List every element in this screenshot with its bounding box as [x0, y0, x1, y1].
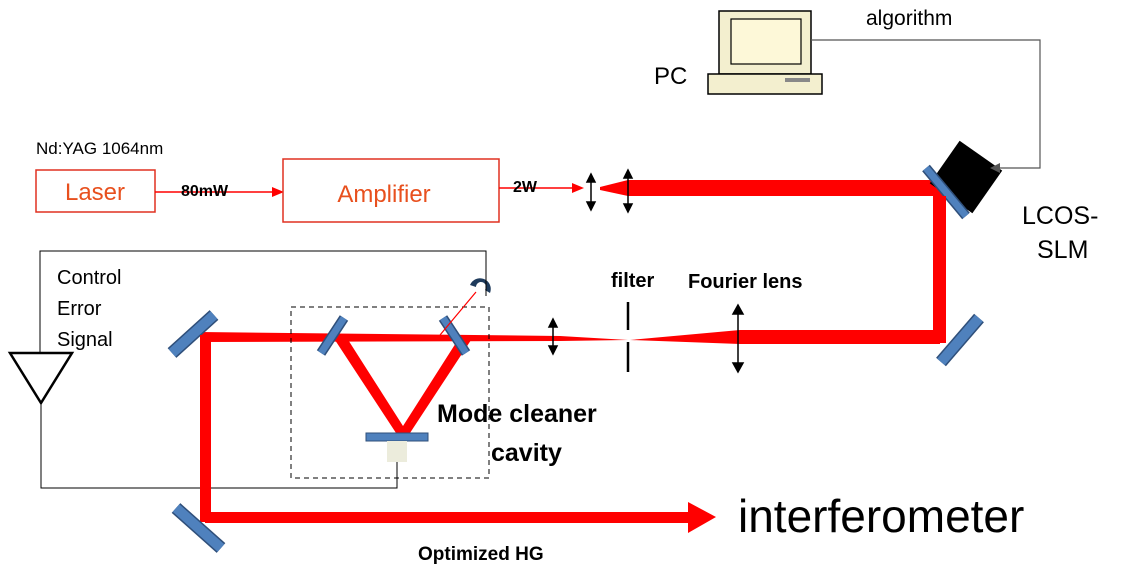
control-label-2: Error — [57, 298, 102, 320]
control-wire — [811, 39, 1041, 169]
slm-label-2: SLM — [1037, 236, 1088, 264]
lens-icon — [731, 303, 745, 374]
laser-box — [35, 169, 156, 213]
arrow-head-icon — [572, 183, 584, 193]
fourier-lens-label: Fourier lens — [688, 271, 802, 293]
control-label-1: Control — [57, 267, 121, 289]
expanded-beam — [600, 180, 943, 196]
slm-label-1: LCOS- — [1022, 202, 1098, 230]
interferometer-label: interferometer — [738, 490, 1024, 542]
cavity-label-1: Mode cleaner — [437, 400, 597, 428]
amplifier-label: Amplifier — [337, 181, 430, 208]
output-label: Optimized HG — [418, 544, 544, 565]
control-label-3: Signal — [57, 329, 113, 351]
amplifier-box — [282, 158, 500, 223]
arrow-head-icon — [990, 163, 1000, 173]
pc-icon — [707, 10, 823, 95]
cavity-label-2: cavity — [491, 439, 562, 467]
cavity-box — [290, 306, 490, 479]
amplifier-triangle-icon — [7, 351, 75, 406]
laser-label: Laser — [65, 179, 125, 206]
lens-icon — [547, 317, 559, 356]
power-in-label: 80mW — [181, 183, 229, 200]
output-beam — [205, 512, 692, 523]
lens-icon — [622, 168, 634, 214]
arrow-head-icon — [272, 187, 284, 197]
piezo-actuator — [387, 441, 407, 462]
lens-icon — [585, 172, 597, 212]
pc-label: PC — [654, 63, 687, 90]
beam-collimated — [200, 332, 628, 342]
source-label: Nd:YAG 1064nm — [36, 139, 163, 158]
arrow-head-icon — [688, 502, 716, 533]
photodetector-icon — [470, 278, 491, 293]
feedback-wire — [39, 250, 487, 352]
output-beam-down — [200, 335, 211, 522]
algorithm-label: algorithm — [866, 7, 952, 30]
filter-label: filter — [611, 270, 655, 292]
curved-mirror-icon — [365, 432, 429, 442]
pd-leak-beam — [439, 291, 477, 336]
beam-return — [630, 330, 940, 344]
feedback-return-wire — [40, 403, 398, 489]
power-out-label: 2W — [513, 179, 538, 196]
beam-down — [933, 196, 946, 343]
